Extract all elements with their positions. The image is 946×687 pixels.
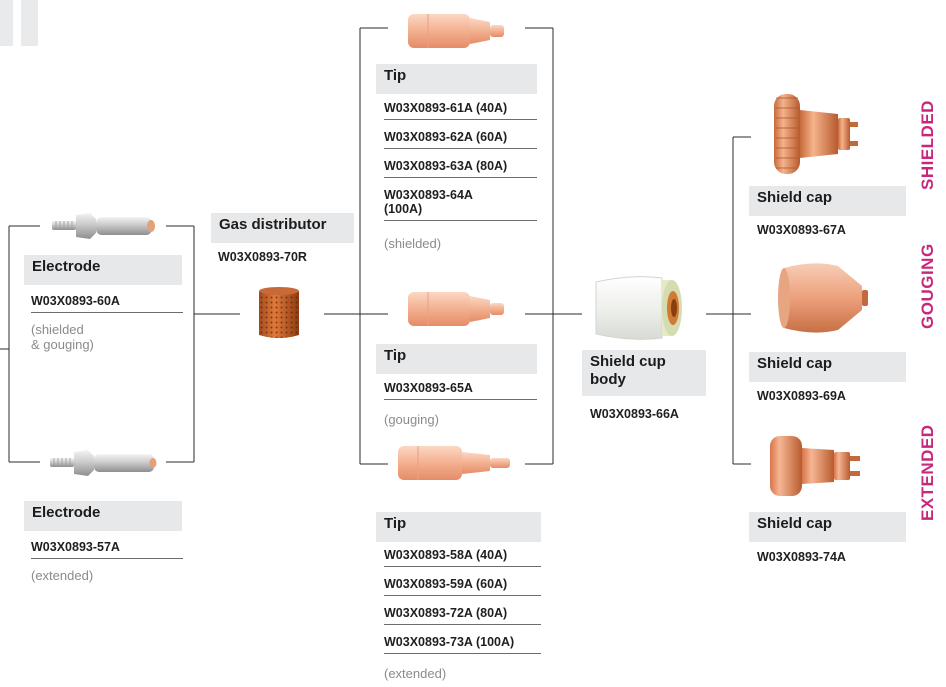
tip-part-number: W03X0893-73A (100A) — [384, 630, 541, 654]
shield-cup-body-part-number: W03X0893-66A — [590, 407, 679, 421]
tip-part-number: W03X0893-59A (60A) — [384, 572, 541, 596]
tip-part-number: W03X0893-62A (60A) — [384, 125, 537, 149]
shield-cap-image — [760, 432, 872, 500]
tip-image — [394, 440, 524, 486]
tip-note: (gouging) — [384, 412, 439, 427]
tip-part-number: W03X0893-58A (40A) — [384, 543, 541, 567]
tip-title: Tip — [376, 344, 537, 374]
corner-decoration — [21, 0, 38, 46]
electrode-title: Electrode — [24, 501, 182, 531]
tip-part-number: W03X0893-61A (40A) — [384, 96, 537, 120]
shield-cup-body-title: Shield cup body — [582, 350, 706, 396]
electrode-part-number: W03X0893-57A — [31, 535, 183, 559]
tip-part-number: W03X0893-63A (80A) — [384, 154, 537, 178]
shield-cap-title: Shield cap — [749, 512, 906, 542]
shield-cap-title: Shield cap — [749, 186, 906, 216]
tip-part-number: W03X0893-64A (100A) — [384, 183, 537, 221]
electrode-part-number: W03X0893-60A — [31, 289, 183, 313]
tip-title: Tip — [376, 64, 537, 94]
tip-part-number: W03X0893-72A (80A) — [384, 601, 541, 625]
gas-distributor-title: Gas distributor — [211, 213, 354, 243]
category-label-shielded: SHIELDED — [918, 100, 937, 190]
shield-cap-image — [762, 88, 872, 180]
shield-cap-part-number: W03X0893-74A — [757, 550, 846, 564]
corner-decoration — [0, 0, 13, 46]
shield-cap-part-number: W03X0893-69A — [757, 389, 846, 403]
category-label-extended: EXTENDED — [918, 424, 937, 521]
tip-image — [404, 286, 514, 332]
electrode-image — [42, 446, 164, 480]
electrode-note: (extended) — [31, 568, 94, 583]
tip-title: Tip — [376, 512, 541, 542]
shield-cup-body-image — [592, 272, 688, 344]
electrode-note: (shielded & gouging) — [31, 322, 94, 352]
tip-part-number: W03X0893-65A — [384, 376, 537, 400]
shield-cap-image — [774, 256, 874, 340]
electrode-image — [44, 209, 162, 243]
tip-note: (shielded) — [384, 236, 442, 251]
shield-cap-part-number: W03X0893-67A — [757, 223, 846, 237]
category-label-gouging: GOUGING — [918, 243, 937, 329]
tip-note: (extended) — [384, 666, 447, 681]
electrode-title: Electrode — [24, 255, 182, 285]
tip-image — [404, 8, 514, 54]
gas-distributor-part-number: W03X0893-70R — [218, 250, 307, 264]
shield-cap-title: Shield cap — [749, 352, 906, 382]
gas-distributor-image — [254, 285, 304, 341]
